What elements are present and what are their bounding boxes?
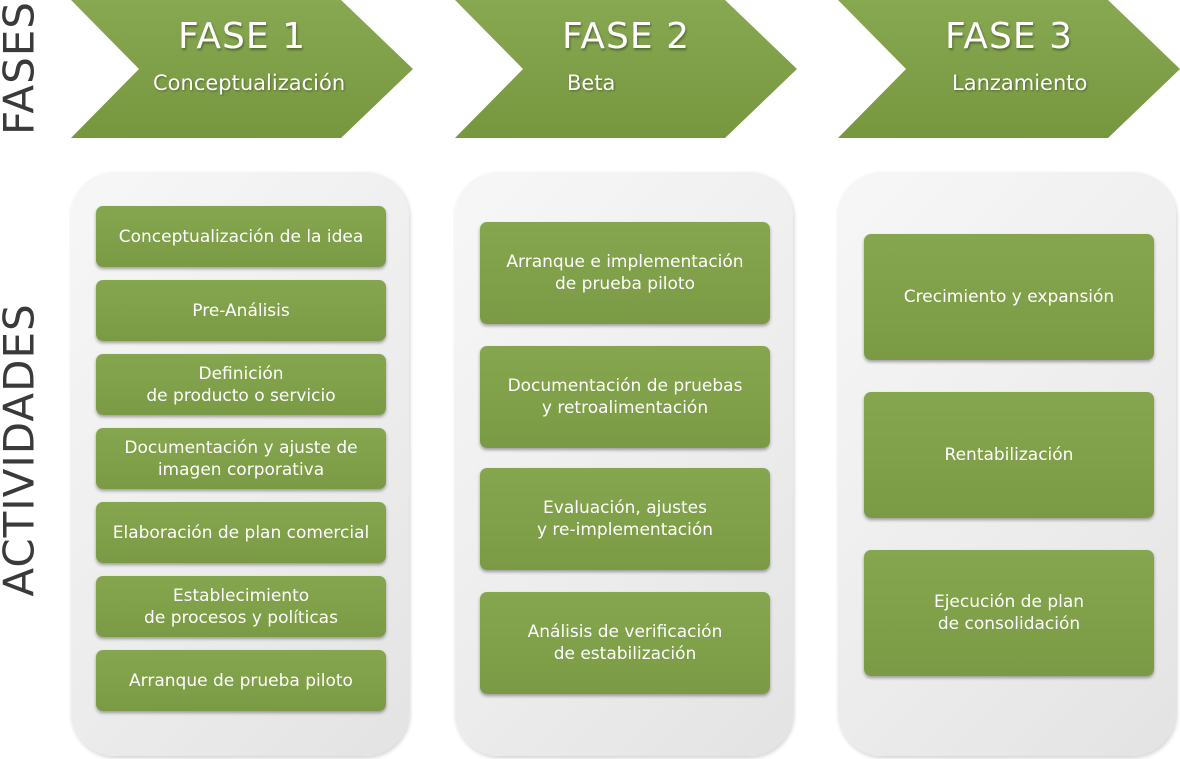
activity-box: Documentación y ajuste de imagen corpora…: [96, 428, 386, 489]
phase-2-title: FASE 2: [562, 16, 690, 57]
phase-3-activities-panel: Crecimiento y expansión Rentabilización …: [838, 172, 1176, 756]
phase-1-subtitle: Conceptualización: [153, 71, 346, 95]
phase-3-chevron: FASE 3 Lanzamiento: [838, 0, 1180, 140]
activity-box: Documentación de pruebas y retroalimenta…: [480, 346, 770, 448]
activity-box: Conceptualización de la idea: [96, 206, 386, 267]
activity-box: Análisis de verificación de estabilizaci…: [480, 592, 770, 694]
phase-3-title: FASE 3: [945, 16, 1073, 57]
activity-box: Elaboración de plan comercial: [96, 502, 386, 563]
phase-1-chevron: FASE 1 Conceptualización: [71, 0, 413, 140]
activity-box: Crecimiento y expansión: [864, 234, 1154, 360]
activity-box: Establecimiento de procesos y políticas: [96, 576, 386, 637]
phases-side-label: FASES: [0, 1, 44, 135]
activity-box: Pre-Análisis: [96, 280, 386, 341]
chevron-shape: [838, 0, 1180, 138]
phase-2-chevron: FASE 2 Beta: [455, 0, 797, 140]
activity-box: Evaluación, ajustes y re-implementación: [480, 468, 770, 570]
phase-1-title: FASE 1: [178, 16, 306, 57]
phase-3-subtitle: Lanzamiento: [952, 71, 1088, 95]
activity-box: Ejecución de plan de consolidación: [864, 550, 1154, 676]
phase-2-activities-panel: Arranque e implementación de prueba pilo…: [455, 172, 793, 756]
chevron-shape: [455, 0, 797, 138]
phase-2-subtitle: Beta: [567, 71, 616, 95]
activities-side-label: ACTIVIDADES: [0, 303, 44, 597]
activity-box: Definición de producto o servicio: [96, 354, 386, 415]
phase-1-activities-panel: Conceptualización de la idea Pre-Análisi…: [71, 172, 409, 756]
chevron-shape: [71, 0, 413, 138]
activity-box: Arranque de prueba piloto: [96, 650, 386, 711]
activity-box: Rentabilización: [864, 392, 1154, 518]
activity-box: Arranque e implementación de prueba pilo…: [480, 222, 770, 324]
